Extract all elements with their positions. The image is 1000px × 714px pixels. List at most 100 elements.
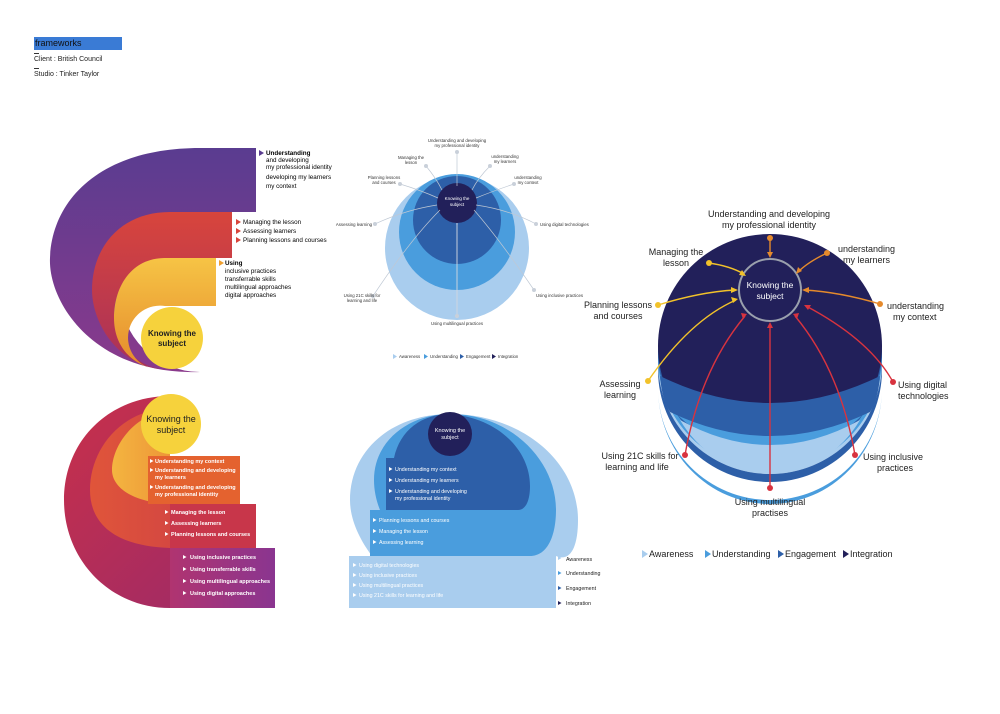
d3-legend-item: Integration <box>850 549 893 559</box>
d4-band1-item: Understanding and developing <box>155 485 236 491</box>
d5-legend-item: Understanding <box>566 571 601 577</box>
d4-band3-item: Using digital approaches <box>190 591 255 597</box>
d5-legend-arrow-icon <box>558 601 562 605</box>
d2-label: Planning lessons <box>368 175 401 180</box>
studio-line: Studio : Tinker Taylor <box>34 71 100 78</box>
d3-label: Using 21C skills for <box>601 451 678 461</box>
d1-arrow-icon <box>236 228 241 234</box>
d3-label: learning <box>604 390 636 400</box>
d5-center-line2: subject <box>441 435 459 441</box>
d2-label: Using digital technologies <box>540 222 589 227</box>
d3-center-line1: Knowing the <box>747 280 794 290</box>
d2-legend-arrow-icon <box>460 354 464 359</box>
d1-band2-item: Assessing learners <box>243 228 296 235</box>
d3-label: Using digital <box>898 380 947 390</box>
d5-band1-item: Understanding my context <box>395 467 457 473</box>
d3-center-circle <box>738 258 802 322</box>
d2-legend-item: Engagement <box>466 354 491 359</box>
d3-legend-arrow-icon <box>705 550 711 558</box>
d2-legend-arrow-icon <box>492 354 496 359</box>
d5-legend-item: Awareness <box>566 557 592 563</box>
d2-label: understanding <box>491 154 519 159</box>
d5-band1-item: Understanding my learners <box>395 478 459 484</box>
d3-legend-item: Understanding <box>712 549 771 559</box>
header: frameworks Client : British Council Stud… <box>34 37 122 80</box>
d2-label: understanding <box>514 175 542 180</box>
d1-band3-item: transferrable skills <box>225 276 276 283</box>
d5-legend-arrow-icon <box>558 586 562 590</box>
d1-band2-item: Managing the lesson <box>243 219 302 226</box>
d3-label: and courses <box>593 311 643 321</box>
d3-legend-arrow-icon <box>642 550 648 558</box>
d1-band1-line: my context <box>266 183 297 190</box>
d3-label: technologies <box>898 391 949 401</box>
d3-label: understanding <box>838 244 895 254</box>
d1-band1-head: Understanding <box>266 150 311 157</box>
d2-legend-arrow-icon <box>393 354 397 359</box>
d1-band3-head: Using <box>225 260 243 267</box>
d4-band3-item: Using multilingual approaches <box>190 579 270 585</box>
d5-band3-item: Using inclusive practices <box>359 573 417 579</box>
d1-band-orange <box>114 258 216 368</box>
d4-center-circle <box>141 394 201 454</box>
d4-band3-item: Using transferrable skills <box>190 567 256 573</box>
d4-band1-item: my professional identity <box>155 492 219 498</box>
d1-center-circle <box>141 307 203 369</box>
d5-band1-item: Understanding and developing <box>395 489 467 495</box>
d2-label: Using multilingual practices <box>431 321 483 326</box>
d2-legend-arrow-icon <box>424 354 428 359</box>
d3-label: understanding <box>887 301 944 311</box>
d1-arrow-icon <box>259 150 264 156</box>
d3-legend-item: Engagement <box>785 549 837 559</box>
d4-band1-item: Understanding and developing <box>155 468 236 474</box>
d5-band2-item: Planning lessons and courses <box>379 518 450 524</box>
d5-legend-arrow-icon <box>558 571 562 575</box>
d5-band2-item: Assessing learning <box>379 540 424 546</box>
d3-center-line2: subject <box>757 291 785 301</box>
d2-label: Assessing learning <box>336 222 373 227</box>
d3-label: Managing the <box>649 247 704 257</box>
frameworks-tag: frameworks <box>34 37 122 51</box>
diagram-4: Knowing the subject Understanding my con… <box>64 394 275 608</box>
diagram-3: Knowing the subject <box>584 209 949 559</box>
diagram-5: Knowing the subject Understanding my con… <box>349 412 601 608</box>
d3-label: Using multilingual <box>735 497 806 507</box>
client-line: Client : British Council <box>34 56 103 64</box>
d3-label: Assessing <box>599 379 640 389</box>
d4-band1-item: Understanding my context <box>155 459 225 465</box>
d1-band3-item: multilingual approaches <box>225 284 291 291</box>
d2-center-line1: Knowing the <box>445 196 470 201</box>
d3-label: my professional identity <box>722 220 817 230</box>
d1-arrow-icon <box>236 219 241 225</box>
d1-arrow-icon <box>219 260 224 266</box>
d5-band-engagement <box>386 414 530 510</box>
d1-center-line2: subject <box>158 339 186 348</box>
d2-ring-integration <box>437 183 477 223</box>
d5-band3-item: Using digital technologies <box>359 563 419 569</box>
d4-band1-item: my learners <box>155 475 186 481</box>
d2-label: learning and life <box>347 298 378 303</box>
d3-label: lesson <box>663 258 689 268</box>
d1-band1-line: and developing <box>266 157 309 164</box>
d1-band-red <box>92 212 232 370</box>
d5-band3-item: Using multilingual practices <box>359 583 424 589</box>
d1-arrow-icon <box>236 237 241 243</box>
d5-center-line1: Knowing the <box>435 428 465 434</box>
d3-label: practises <box>752 508 789 518</box>
d1-band1-line: my professional identity <box>266 164 333 171</box>
d4-center-line1: Knowing the <box>146 414 196 424</box>
d1-band1-line: developing my learners <box>266 174 331 181</box>
d5-band1-item: my professional identity <box>395 496 451 502</box>
d4-band2-item: Planning lessons and courses <box>171 532 250 538</box>
d3-label: my context <box>893 312 937 322</box>
d2-label: Understanding and developing <box>428 138 487 143</box>
d5-legend-item: Integration <box>566 601 591 607</box>
d3-label: my learners <box>843 255 891 265</box>
d4-center-line2: subject <box>157 425 186 435</box>
d2-legend-item: Awareness <box>399 354 420 359</box>
d1-center-line1: Knowing the <box>148 329 197 338</box>
d2-label: Using inclusive practices <box>536 293 583 298</box>
d1-band2-item: Planning lessons and courses <box>243 237 327 244</box>
d4-band2-item: Managing the lesson <box>171 510 226 516</box>
